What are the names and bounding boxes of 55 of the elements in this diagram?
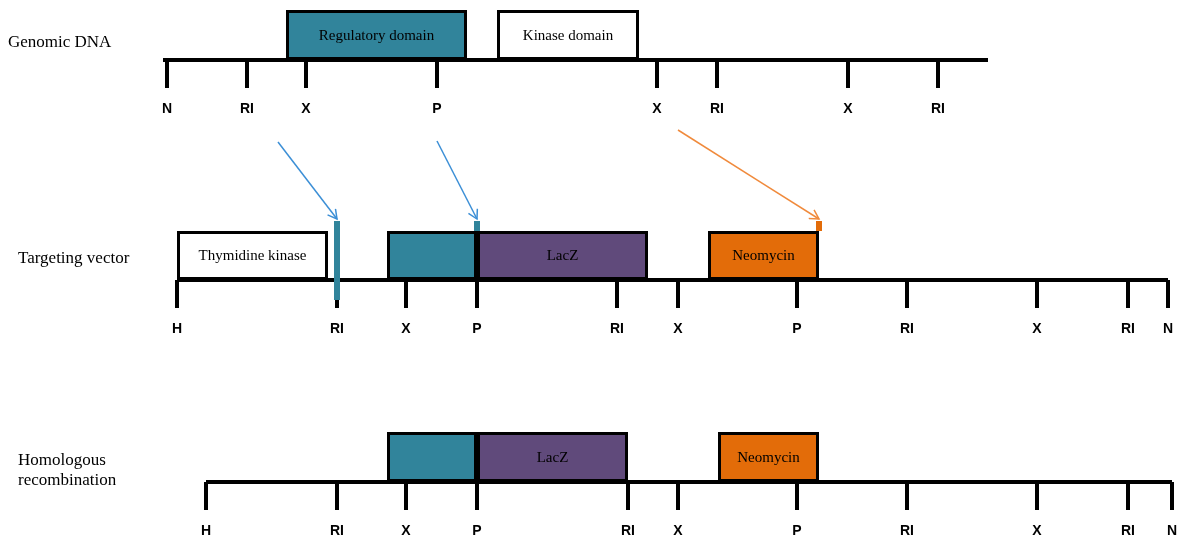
restriction-site-label: N (1166, 522, 1178, 538)
restriction-site-label: X (401, 320, 411, 336)
restriction-site-label: P (472, 320, 482, 336)
row-title: Homologous recombination (18, 450, 118, 491)
restriction-site-label: N (1162, 320, 1174, 336)
box-label: Neomycin (736, 448, 801, 466)
restriction-site-label: RI (330, 522, 344, 538)
restriction-site-label: N (161, 100, 173, 116)
domain-box (477, 432, 628, 482)
insertion-marker (816, 221, 822, 231)
restriction-site-label: X (1032, 320, 1042, 336)
restriction-site-label: RI (900, 320, 914, 336)
row-title: Genomic DNA (8, 32, 113, 53)
restriction-site-label: P (792, 320, 802, 336)
restriction-site-label: P (472, 522, 482, 538)
restriction-site-label: X (673, 522, 683, 538)
restriction-site-label: RI (330, 320, 344, 336)
restriction-site-label: X (673, 320, 683, 336)
insertion-marker (474, 221, 480, 231)
domain-box (477, 231, 648, 280)
restriction-site-label: RI (610, 320, 624, 336)
restriction-site-label: X (401, 522, 411, 538)
insertion-marker (334, 221, 340, 300)
restriction-site-label: H (171, 320, 183, 336)
box-label: LacZ (545, 247, 580, 264)
arrow (436, 140, 479, 220)
restriction-site-label: X (1032, 522, 1042, 538)
domain-box (387, 231, 477, 280)
arrow (277, 141, 338, 220)
arrow (677, 129, 820, 220)
box-label: Neomycin (731, 247, 796, 264)
restriction-site-label: P (432, 100, 442, 116)
box-label: Thymidine kinase (197, 247, 308, 264)
restriction-site-label: X (652, 100, 662, 116)
domain-box (708, 231, 819, 280)
box-label: Kinase domain (521, 26, 615, 44)
restriction-site-label: H (200, 522, 212, 538)
restriction-site-label: RI (1121, 320, 1135, 336)
domain-box (497, 10, 639, 60)
restriction-site-label: RI (931, 100, 945, 116)
restriction-site-label: X (301, 100, 311, 116)
restriction-site-label: X (843, 100, 853, 116)
domain-box (387, 432, 477, 482)
restriction-site-label: P (792, 522, 802, 538)
box-label: LacZ (535, 448, 570, 466)
box-label: Regulatory domain (317, 26, 436, 44)
restriction-site-label: RI (240, 100, 254, 116)
domain-box (286, 10, 467, 60)
restriction-site-label: RI (900, 522, 914, 538)
restriction-site-label: RI (1121, 522, 1135, 538)
row-title: Targeting vector (18, 248, 131, 269)
domain-box (177, 231, 328, 280)
restriction-site-label: RI (710, 100, 724, 116)
domain-box (718, 432, 819, 482)
restriction-site-label: RI (621, 522, 635, 538)
